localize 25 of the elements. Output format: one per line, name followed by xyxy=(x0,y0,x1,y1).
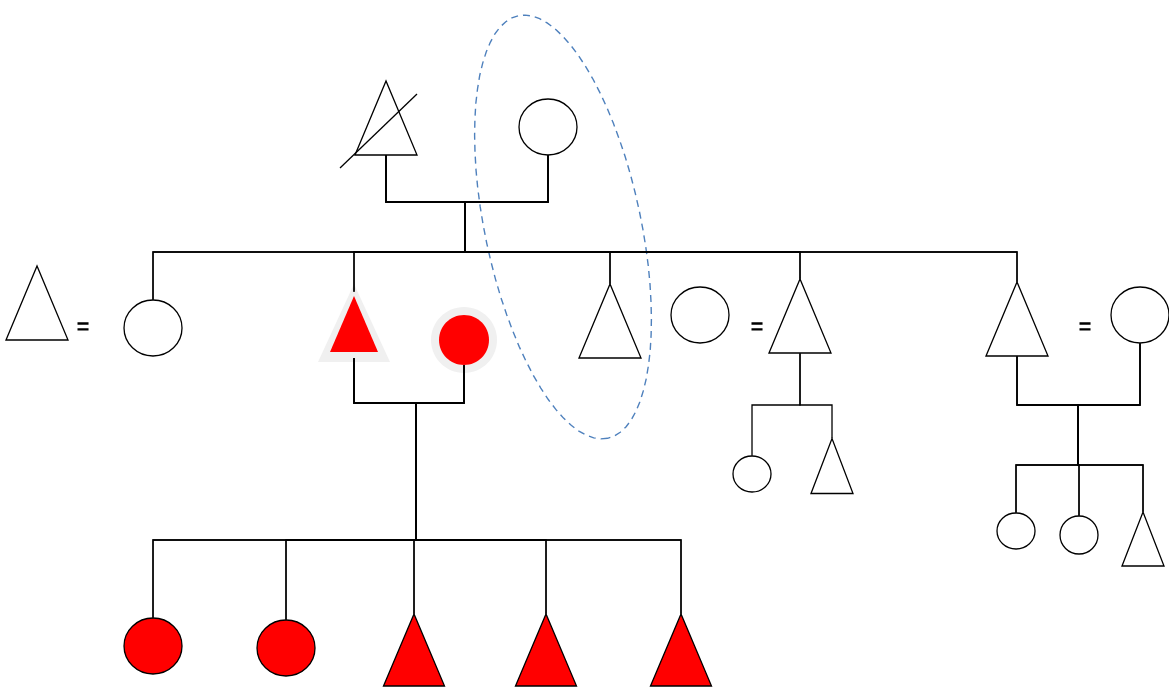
marriage-sign: = xyxy=(751,322,763,331)
marriage-sign: = xyxy=(77,322,89,331)
triangle-symbol xyxy=(514,612,578,687)
circle-symbol xyxy=(670,286,730,344)
triangle-symbol xyxy=(810,436,854,495)
marriage-sign: = xyxy=(1079,322,1091,331)
triangle-symbol xyxy=(1121,510,1165,567)
circle-symbol xyxy=(123,299,183,357)
triangle-symbol xyxy=(5,264,69,341)
triangle-symbol xyxy=(985,280,1049,357)
triangle-symbol xyxy=(578,282,642,359)
kinship-line xyxy=(415,364,682,615)
triangle-symbol xyxy=(339,79,418,169)
triangle-symbol xyxy=(382,612,446,687)
triangle-symbol xyxy=(768,277,832,354)
kinship-line xyxy=(799,352,833,439)
circle-symbol xyxy=(123,617,183,675)
circle-symbol xyxy=(256,619,316,677)
triangle-symbol xyxy=(318,284,390,362)
circle-symbol xyxy=(732,455,772,493)
circle-symbol xyxy=(431,307,497,373)
circle-symbol xyxy=(518,98,578,156)
triangle-symbol xyxy=(649,612,713,687)
circle-symbol xyxy=(1059,515,1099,555)
circle-symbol xyxy=(996,512,1036,550)
